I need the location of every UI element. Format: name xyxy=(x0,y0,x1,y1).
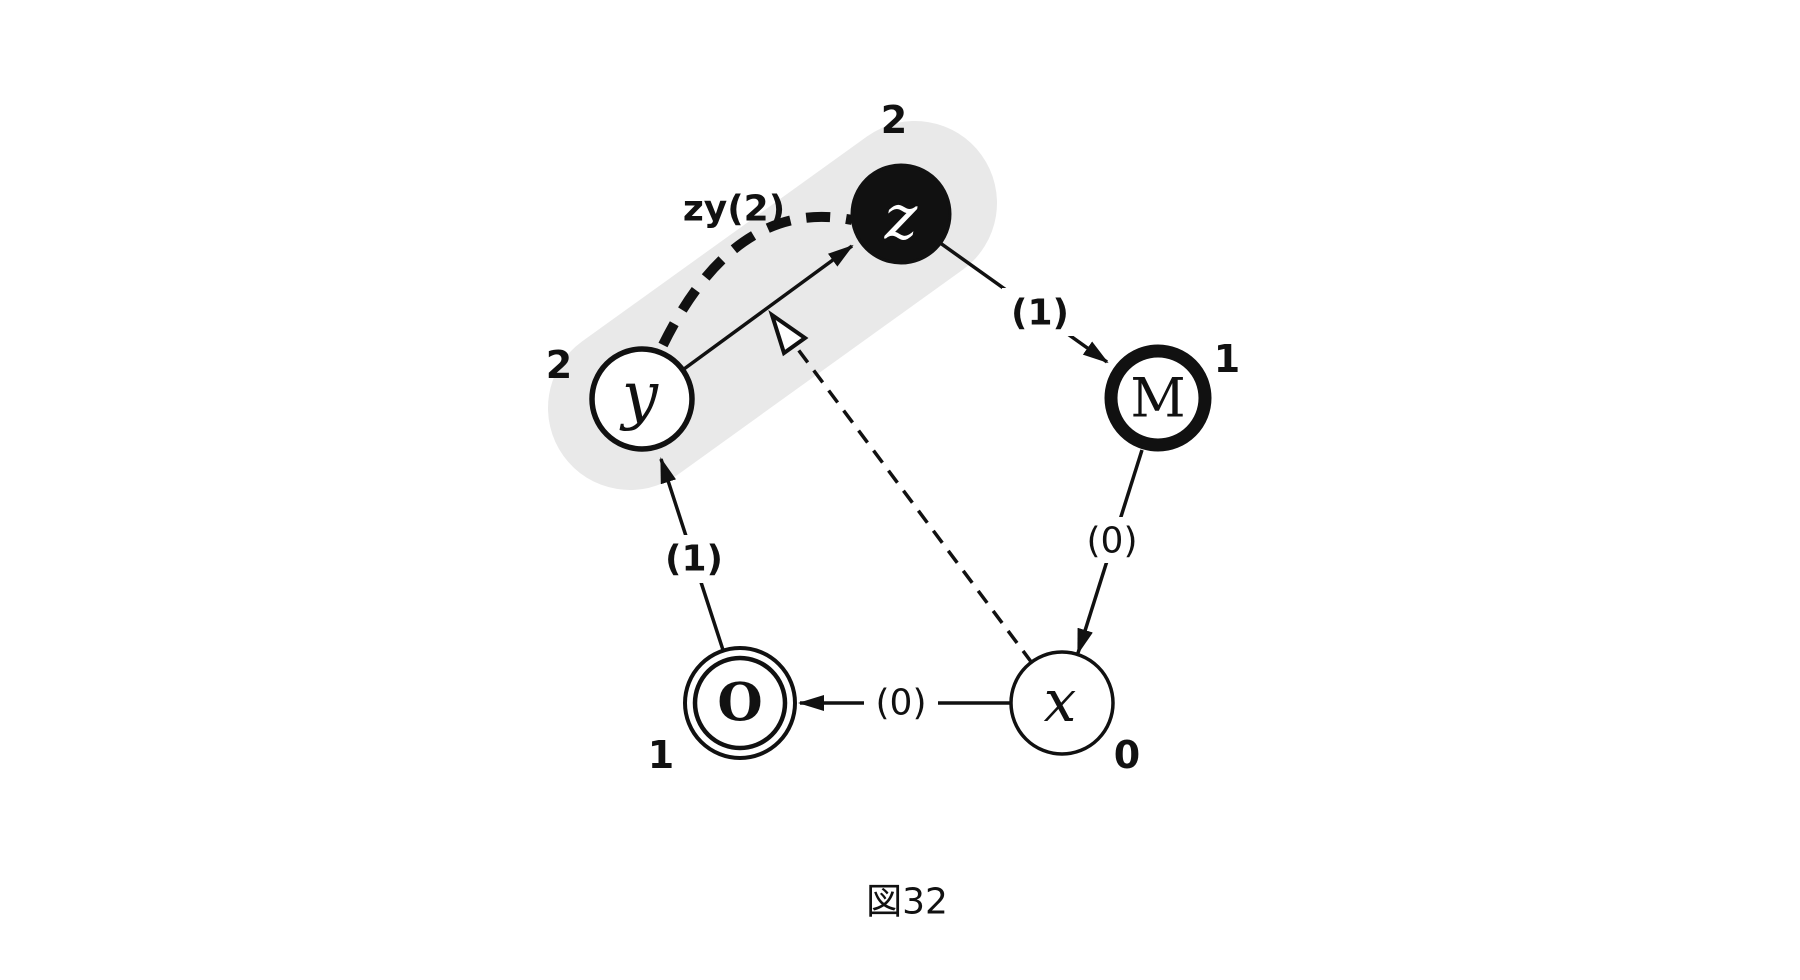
node-y-label: y xyxy=(619,359,659,433)
edge-y-to-z-solid xyxy=(682,244,854,371)
node-z-circle xyxy=(850,163,952,265)
node-M-circle xyxy=(1104,344,1212,452)
edge-zy2-dashed-curve xyxy=(658,211,853,348)
edge-label-z-M: (1) xyxy=(1011,293,1069,334)
node-x-label: x xyxy=(1044,667,1077,735)
badge-x: 0 xyxy=(1114,733,1140,777)
node-M-label: M xyxy=(1130,367,1185,430)
edge-label-O-y: (1) xyxy=(665,539,723,580)
edge-label-mask-x-O xyxy=(864,680,938,726)
edge-label-M-x: (0) xyxy=(1087,521,1138,562)
edge-label-mask-z-M xyxy=(1002,288,1078,336)
edge-label-mask-M-x xyxy=(1074,517,1150,563)
badge-y: 2 xyxy=(546,343,572,387)
badge-M: 1 xyxy=(1214,337,1240,381)
node-x-circle xyxy=(1009,650,1115,756)
open-arrowhead-icon xyxy=(768,309,809,357)
edge-label-zy2: zy(2) xyxy=(683,189,785,230)
node-O-label: O xyxy=(717,673,762,734)
edge-label-mask-O-y xyxy=(656,535,732,583)
node-y-circle xyxy=(589,346,695,452)
figure-caption: 図32 xyxy=(866,882,948,923)
badge-z: 2 xyxy=(881,98,907,142)
edge-label-x-O: (0) xyxy=(876,683,927,724)
node-O-inner-circle xyxy=(692,655,788,751)
badge-O: 1 xyxy=(648,733,674,777)
node-z-label: z xyxy=(884,181,918,254)
pointer-dashed-line xyxy=(792,342,1034,665)
